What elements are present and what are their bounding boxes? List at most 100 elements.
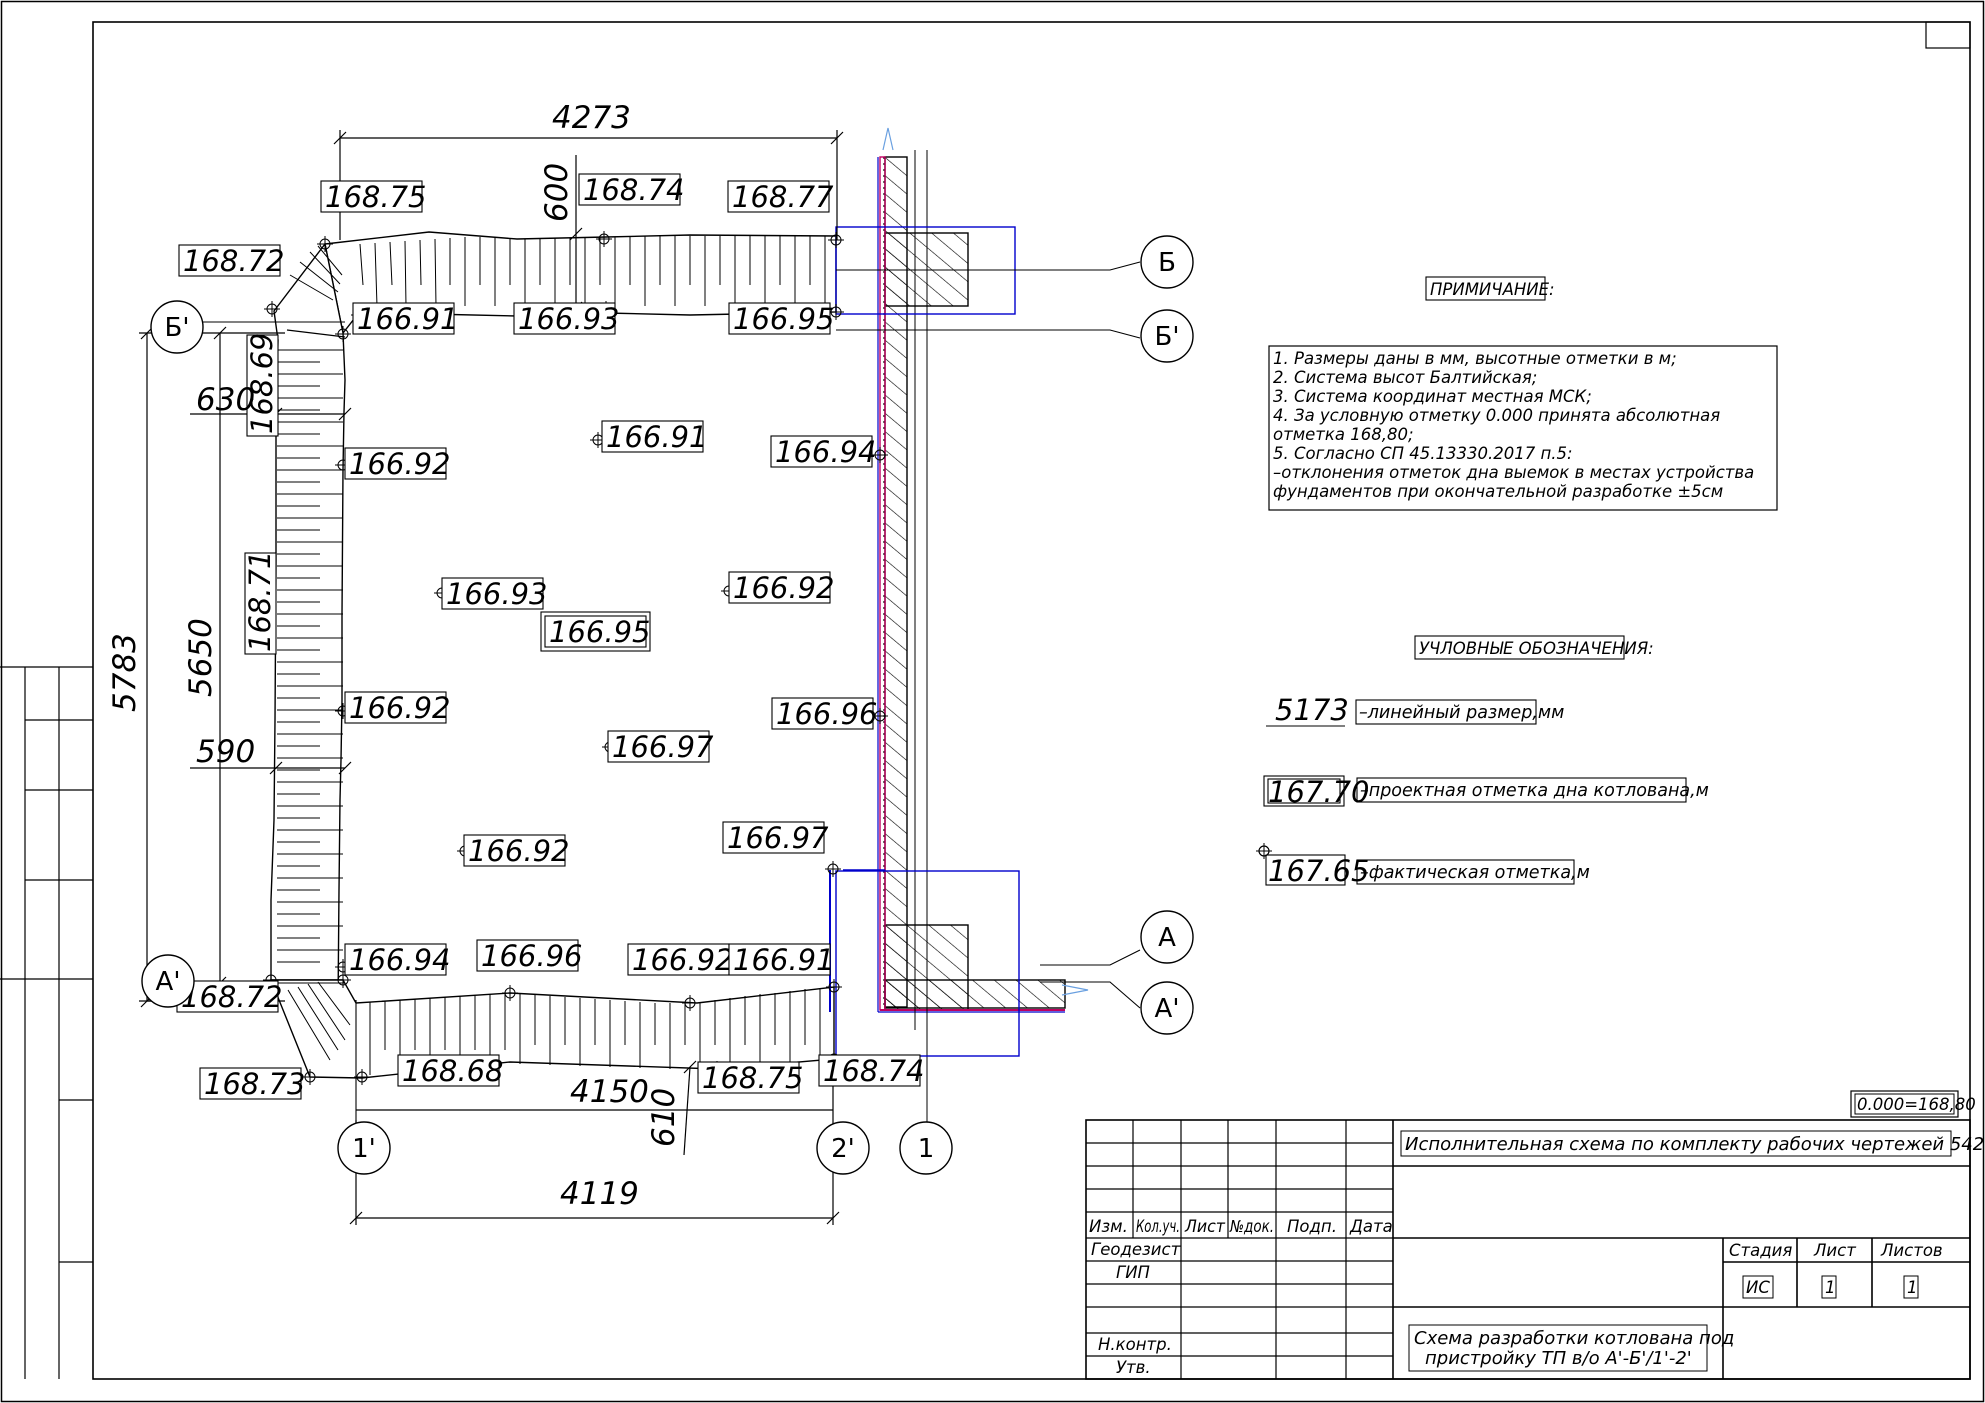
axis-a-prime: А'	[1140, 981, 1194, 1035]
drawing-title-line1: Схема разработки котлована под	[1414, 1328, 1734, 1349]
svg-text:Б: Б	[1158, 248, 1176, 278]
legend-linear-sample: 5173	[1275, 693, 1349, 727]
sheet-label: Лист	[1813, 1241, 1856, 1260]
legend-linear-desc: –линейный размер,мм	[1359, 703, 1564, 723]
dim-bottom-inner: 4150	[570, 1074, 649, 1110]
col-izm: Изм.	[1089, 1217, 1128, 1236]
elevation-value: 166.95	[733, 302, 834, 336]
elevation-label: 168.69	[245, 333, 279, 437]
elevation-value: 168.73	[204, 1067, 305, 1101]
elevation-value: 168.69	[245, 333, 279, 434]
col-ndok: №док.	[1229, 1217, 1274, 1236]
elevation-label: 166.91	[601, 420, 707, 454]
elevation-label: 168.68	[397, 1054, 503, 1088]
legend-heading: УЧЛОВНЫЕ ОБОЗНАЧЕНИЯ:	[1419, 639, 1654, 658]
survey-point-marker	[825, 861, 841, 877]
axis-2-prime: 2'	[816, 1121, 870, 1175]
elevation-label: 166.91	[728, 943, 834, 977]
legend-design-desc: –проектная отметка дна котлована,м	[1360, 781, 1709, 801]
elevation-value: 166.91	[606, 420, 707, 454]
elevation-value: 168.74	[583, 173, 684, 207]
elevation-value: 168.74	[823, 1054, 924, 1088]
note-line: –отклонения отметок дна выемок в местах …	[1273, 463, 1754, 482]
note-line: отметка 168,80;	[1273, 425, 1414, 444]
left-slope	[270, 242, 346, 1006]
elevation-label: 168.71	[243, 551, 277, 655]
axis-1: 1	[899, 1121, 953, 1175]
elevation-value: 166.92	[349, 447, 450, 481]
elevation-value: 166.91	[357, 302, 458, 336]
elevation-value: 166.93	[446, 577, 547, 611]
stage-label: Стадия	[1729, 1241, 1792, 1260]
elevation-value: 166.92	[349, 691, 450, 725]
survey-point-marker	[335, 972, 351, 988]
svg-text:1: 1	[918, 1134, 935, 1164]
zero-mark: 0.000=168,80	[1857, 1095, 1976, 1114]
dim-left-top-offset: 630	[196, 382, 255, 418]
role-utv: Утв.	[1116, 1358, 1151, 1377]
elevation-label: 166.96	[771, 697, 877, 731]
axis-b: Б	[1140, 235, 1194, 289]
elevation-label: 166.92	[627, 943, 733, 977]
title-block-texts: 0.000=168,80 Исполнительная схема по ком…	[1089, 1095, 1985, 1377]
elevation-value: 166.93	[518, 302, 619, 336]
dim-left-bottom-offset: 590	[196, 734, 255, 770]
axis-a-prime-left: А'	[141, 954, 195, 1008]
note-line: 1. Размеры даны в мм, высотные отметки в…	[1273, 349, 1677, 368]
svg-text:Б': Б'	[165, 313, 190, 343]
survey-point-marker	[354, 1069, 370, 1085]
elevation-label: 166.94	[770, 435, 876, 469]
svg-text:А: А	[1158, 923, 1176, 953]
elevation-value: 166.97	[612, 730, 714, 764]
elevation-value: 168.72	[183, 244, 284, 278]
dim-top: 4273	[552, 100, 631, 136]
stage-value: ИС	[1746, 1278, 1770, 1297]
axis-1-prime: 1'	[337, 1121, 391, 1175]
col-data: Дата	[1349, 1217, 1393, 1236]
legend-block: УЧЛОВНЫЕ ОБОЗНАЧЕНИЯ: 5173 –линейный раз…	[1256, 635, 1709, 888]
elevation-value: 166.97	[727, 821, 829, 855]
survey-point-marker	[872, 708, 888, 724]
dimension-texts: 4273 600 5783 5650 630 590 4150 610 4119	[107, 100, 682, 1212]
sheets-value: 1	[1907, 1278, 1918, 1297]
svg-text:Б': Б'	[1155, 322, 1180, 352]
elevation-label: 166.91	[352, 302, 458, 336]
elevation-label: 168.72	[178, 244, 284, 278]
legend-actual-desc: –фактическая отметка,м	[1360, 863, 1590, 883]
elevation-label: 166.95	[728, 302, 834, 336]
inner-frame	[92, 21, 1971, 1380]
elevation-label: 166.95	[540, 611, 651, 652]
elevation-label: 168.74	[578, 173, 684, 207]
survey-point-marker	[826, 979, 842, 995]
survey-point-marker	[596, 231, 612, 247]
col-podp: Подп.	[1287, 1217, 1337, 1236]
elevation-value: 168.72	[181, 980, 282, 1014]
note-line: 3. Система координат местная МСК;	[1273, 387, 1592, 406]
elevation-value: 168.71	[243, 551, 277, 652]
binding-strip	[0, 666, 93, 1379]
col-list: Лист	[1184, 1217, 1225, 1236]
elevation-label: 166.96	[476, 939, 582, 973]
elevation-label: 166.94	[344, 943, 450, 977]
elevation-value: 166.94	[775, 435, 876, 469]
survey-point-marker	[828, 304, 844, 320]
elevation-value: 168.75	[325, 180, 426, 214]
dim-bottom-outer: 4119	[560, 1176, 639, 1212]
axis-b-prime: Б'	[1140, 309, 1194, 363]
survey-point-marker	[828, 232, 844, 248]
elevation-value: 168.68	[402, 1054, 503, 1088]
elevation-label: 166.92	[344, 691, 450, 725]
elevation-value: 168.77	[732, 180, 834, 214]
survey-point-marker	[264, 301, 280, 317]
survey-point-marker	[872, 447, 888, 463]
notes-block: ПРИМИЧАНИЕ: 1. Размеры даны в мм, высотн…	[1268, 276, 1778, 511]
title-block	[1085, 1090, 1971, 1380]
svg-text:А': А'	[156, 967, 181, 997]
elevation-value: 166.96	[481, 939, 582, 973]
survey-point-marker	[502, 985, 518, 1001]
elevation-value: 168.75	[702, 1061, 803, 1095]
elevation-value: 166.91	[733, 943, 834, 977]
survey-point-marker	[335, 326, 351, 342]
